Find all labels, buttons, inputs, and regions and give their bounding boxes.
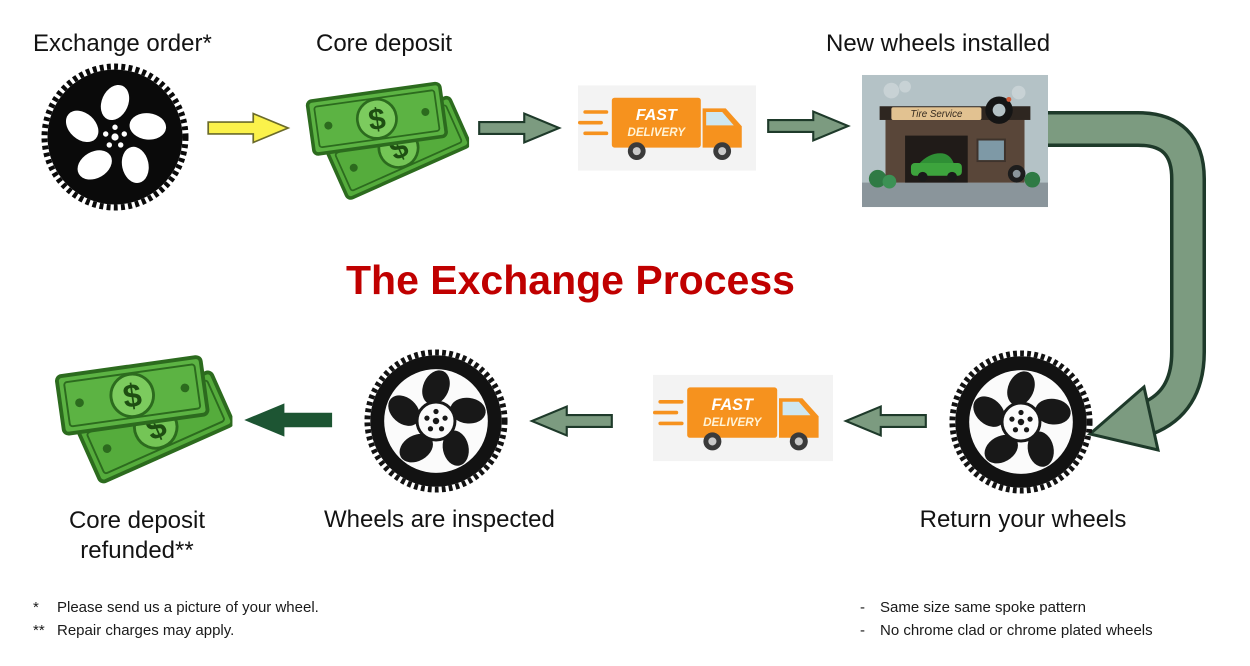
dark-green-arrow-left-icon — [245, 403, 333, 437]
green-arrow-right-icon-2 — [767, 110, 850, 142]
money-icon-core-deposit — [292, 66, 477, 204]
footnote-text: Same size same spoke pattern — [880, 599, 1086, 616]
green-arrow-left-icon-1 — [844, 405, 927, 437]
footnote-line: ** Repair charges may apply. — [33, 619, 319, 642]
wheel-icon-exchange-order — [40, 62, 190, 212]
label-core-deposit-refunded-line1: Core deposit — [68, 507, 206, 534]
footnote-marker: - — [860, 599, 865, 616]
footnote-line: * Please send us a picture of your wheel… — [33, 596, 319, 619]
footnote-marker: * — [33, 599, 39, 616]
tire-service-shop-icon — [862, 74, 1048, 208]
footnote-line: - Same size same spoke pattern — [860, 596, 1153, 619]
delivery-truck-icon-return — [653, 374, 833, 462]
footnote-marker: ** — [33, 622, 45, 639]
footnote-text: No chrome clad or chrome plated wheels — [880, 622, 1153, 639]
footnote-text: Repair charges may apply. — [57, 622, 235, 639]
label-core-deposit-refunded: Core deposit refunded** — [42, 506, 232, 566]
footnote-right: - Same size same spoke pattern - No chro… — [860, 596, 1153, 642]
label-return-your-wheels: Return your wheels — [919, 506, 1127, 533]
footnote-marker: - — [860, 622, 865, 639]
process-title: The Exchange Process — [346, 257, 795, 303]
wheel-icon-return — [948, 349, 1094, 495]
label-exchange-order: Exchange order* — [33, 30, 212, 57]
label-core-deposit: Core deposit — [316, 30, 453, 57]
footnote-text: Please send us a picture of your wheel. — [57, 599, 319, 616]
label-wheels-are-inspected: Wheels are inspected — [324, 506, 555, 533]
yellow-arrow-right-icon — [207, 112, 289, 144]
delivery-truck-icon-outbound — [578, 84, 756, 172]
wheel-icon-inspected — [363, 348, 509, 494]
green-arrow-right-icon-1 — [478, 112, 561, 144]
green-arrow-left-icon-2 — [530, 405, 613, 437]
label-core-deposit-refunded-line2: refunded** — [80, 537, 194, 564]
footnote-left: * Please send us a picture of your wheel… — [33, 596, 319, 642]
money-icon-refund — [48, 338, 233, 488]
curved-arrow-down-icon — [1048, 111, 1206, 453]
label-new-wheels-installed: New wheels installed — [826, 30, 1051, 57]
footnote-line: - No chrome clad or chrome plated wheels — [860, 619, 1153, 642]
